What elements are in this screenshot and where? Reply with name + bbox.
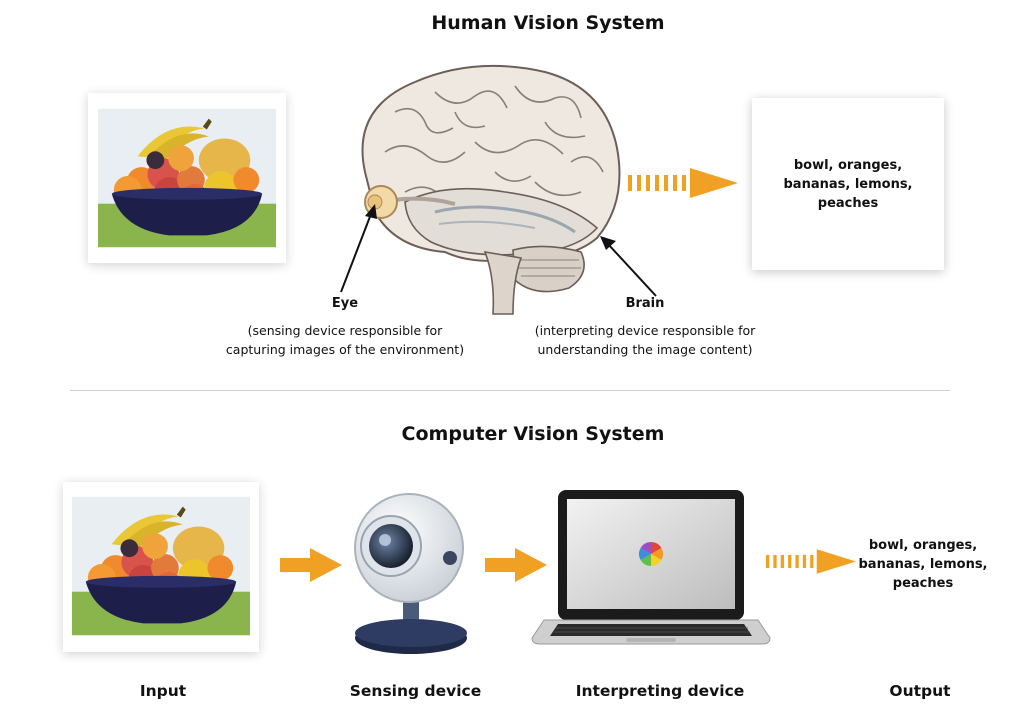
human-vision-title: Human Vision System — [431, 12, 665, 34]
brain-label: Brain — [625, 296, 665, 311]
computer-output-arrow — [766, 549, 856, 574]
computer-vision-title: Computer Vision System — [401, 423, 665, 445]
eye-label: Eye — [331, 296, 359, 311]
brain-description: (interpreting device responsible for und… — [534, 323, 756, 357]
eye-description: (sensing device responsible for capturin… — [225, 323, 465, 357]
human-input-photo — [88, 93, 286, 263]
laptop-icon — [530, 488, 772, 658]
label-output: Output — [889, 682, 951, 700]
input-to-sensing-arrow — [280, 548, 342, 582]
sensing-to-interpreting-arrow — [485, 548, 547, 582]
computer-output-text: bowl, oranges, bananas, lemons, peaches — [858, 538, 988, 591]
label-input: Input — [139, 682, 187, 700]
human-output-box: bowl, oranges, bananas, lemons, peaches — [752, 98, 944, 270]
eye-caption: Eye (sensing device responsible for capt… — [205, 294, 485, 359]
human-output-text: bowl, oranges, bananas, lemons, peaches — [783, 157, 913, 211]
eye-pointer-arrow — [340, 204, 377, 293]
label-sensing-device: Sensing device — [349, 682, 482, 700]
brain-caption: Brain (interpreting device responsible f… — [510, 294, 780, 359]
webcam-icon — [345, 488, 475, 663]
human-output-arrow — [628, 168, 738, 198]
brain-illustration — [335, 52, 635, 317]
brain-pointer-arrow — [600, 236, 657, 297]
section-divider — [70, 390, 950, 391]
computer-input-photo — [63, 482, 259, 652]
label-interpreting-device: Interpreting device — [575, 682, 745, 700]
